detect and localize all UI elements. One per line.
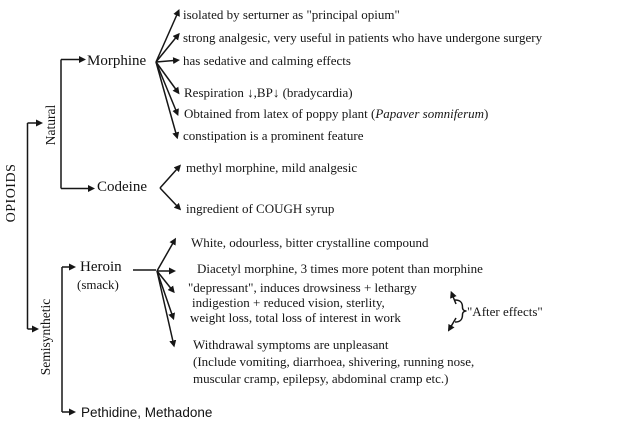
heroin-fact-withdrawal-line2: (Include vomiting, diarrhoea, shivering,…	[193, 354, 475, 369]
natural-rail	[60, 56, 95, 192]
morphine-fact-obtained: Obtained from latex of poppy plant (Papa…	[184, 106, 488, 121]
after-effects-label: "After effects"	[467, 304, 543, 319]
morphine-fan	[155, 9, 180, 140]
node-morphine: Morphine	[87, 53, 147, 69]
morphine-fact-constipation: constipation is a prominent feature	[183, 128, 364, 143]
obtained-suffix: )	[484, 106, 489, 121]
obtained-prefix: Obtained from latex of poppy plant (	[184, 106, 376, 121]
heroin-fact-appearance: White, odourless, bitter crystalline com…	[191, 235, 429, 250]
morphine-fact-sedative: has sedative and calming effects	[183, 53, 351, 68]
heroin-fan	[133, 237, 177, 348]
group-label-semisynthetic: Semisynthetic	[38, 298, 53, 376]
group-label-natural: Natural	[43, 104, 58, 146]
morphine-fact-isolated: isolated by serturner as "principal opiu…	[183, 7, 400, 22]
heroin-fact-depressant-line1: "depressant", induces drowsiness + letha…	[188, 280, 417, 295]
root-label-opioids: OPIOIDS	[4, 163, 19, 223]
heroin-fact-withdrawal-line3: muscular cramp, epilepsy, abdominal cram…	[193, 371, 449, 386]
codeine-fact-cough: ingredient of COUGH syrup	[186, 201, 335, 216]
node-pethidine-methadone: Pethidine, Methadone	[81, 405, 213, 420]
node-codeine: Codeine	[97, 179, 147, 195]
codeine-fan	[159, 164, 182, 211]
node-heroin-sublabel: (smack)	[77, 277, 119, 292]
heroin-fact-withdrawal-line1: Withdrawal symptoms are unpleasant	[193, 337, 389, 352]
morphine-fact-respiration: Respiration ↓,BP↓ (bradycardia)	[184, 85, 353, 100]
semisynthetic-rail	[61, 263, 76, 416]
heroin-fact-depressant-line3: weight loss, total loss of interest in w…	[190, 310, 401, 325]
node-heroin: Heroin	[80, 259, 122, 275]
after-effects-brace	[447, 290, 467, 332]
heroin-fact-depressant-line2: indigestion + reduced vision, sterlity,	[192, 295, 385, 310]
heroin-fact-potency: Diacetyl morphine, 3 times more potent t…	[197, 261, 483, 276]
morphine-fact-analgesic: strong analgesic, very useful in patient…	[183, 30, 543, 45]
obtained-species-italic: Papaver somniferum	[375, 106, 485, 121]
codeine-fact-methyl: methyl morphine, mild analgesic	[186, 160, 358, 175]
opioids-rail	[26, 119, 43, 333]
